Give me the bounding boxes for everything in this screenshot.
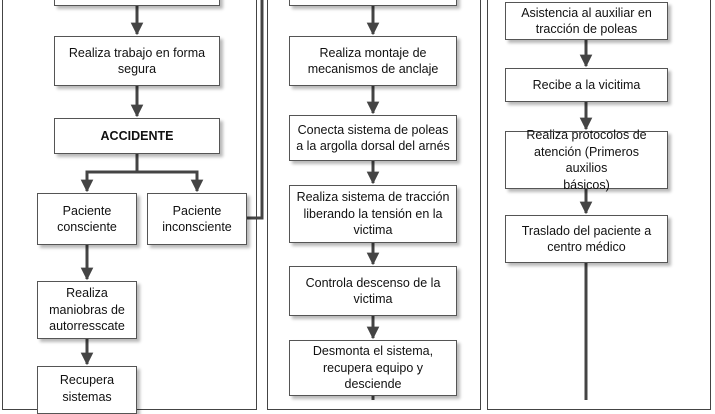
left-top-cropped-box [54,0,220,6]
box-realiza-traccion: Realiza sistema de tracción liberando la… [289,185,457,243]
box-realiza-trabajo: Realiza trabajo en forma segura [54,36,220,86]
line-inconsciente-to-middle [247,0,264,220]
box-recupera-sistemas: Recupera sistemas [37,366,137,414]
box-recibe-victima: Recibe a la vicitima [505,68,668,102]
box-controla-descenso: Controla descenso de la victima [289,266,457,316]
box-traslado-paciente: Traslado del paciente a centro médico [505,215,668,263]
box-paciente-consciente: Paciente consciente [37,193,137,245]
box-paciente-inconsciente: Paciente inconsciente [147,193,247,245]
box-realiza-montaje: Realiza montaje de mecanismos de anclaje [289,36,457,86]
box-desmonta-sistema: Desmonta el sistema, recupera equipo y d… [289,340,457,396]
middle-top-cropped-box [289,0,457,6]
box-realiza-protocolos: Realiza protocolos de atención (Primeros… [505,128,668,192]
box-asistencia-auxiliar: Asistencia al auxiliar en tracción de po… [505,2,668,40]
arrow-accidente-to-inconsciente [137,170,204,193]
box-conecta-sistema: Conecta sistema de poleas a la argolla d… [289,115,457,161]
box-accidente: ACCIDENTE [54,118,220,154]
connectors-layer [80,0,593,400]
arrow-accidente-to-consciente [80,154,139,193]
box-realiza-maniobras: Realiza maniobras de autorresscate [37,281,137,339]
